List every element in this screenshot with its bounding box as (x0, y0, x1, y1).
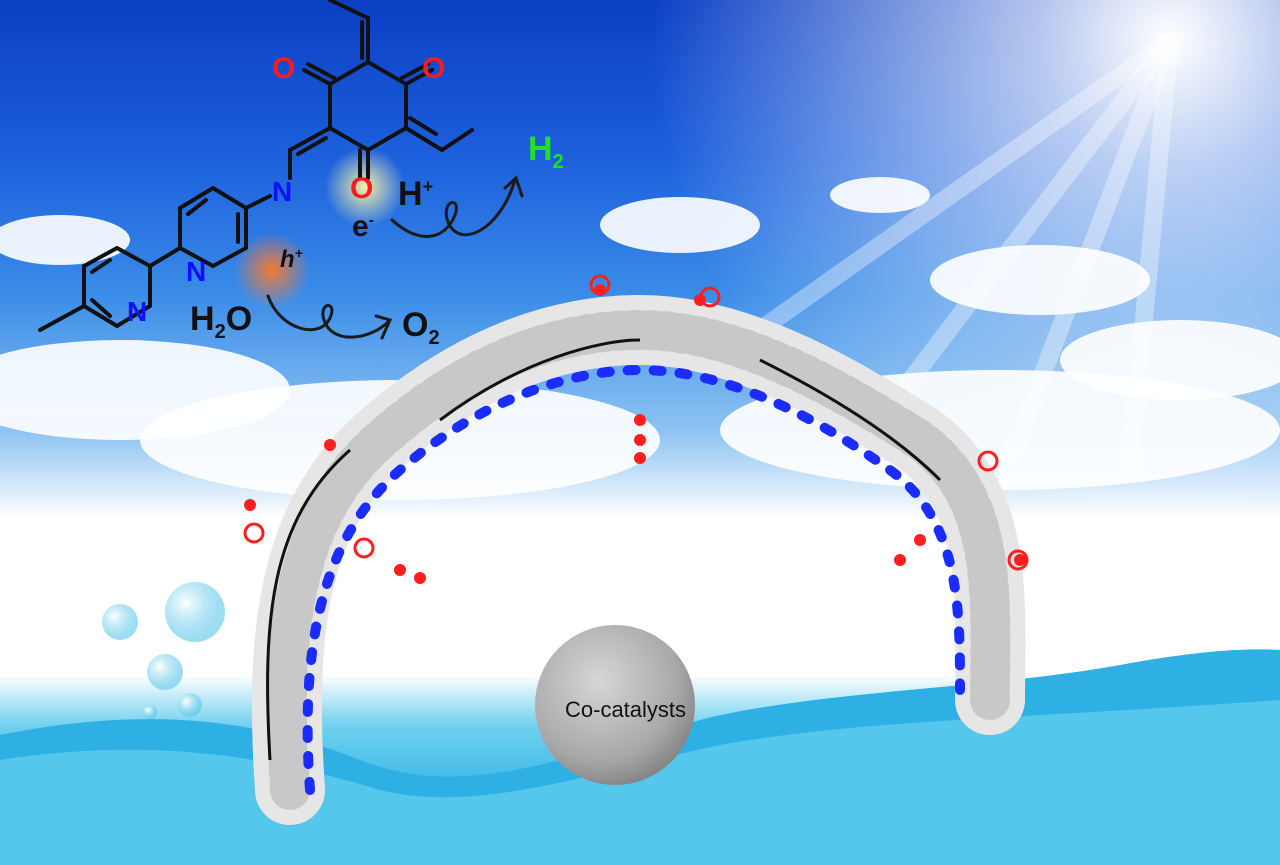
water-label: H2O (190, 300, 253, 343)
molecule-bonds (38, 0, 474, 332)
electron-label: e- (352, 210, 375, 243)
atom-oxygen-3: O (350, 172, 374, 205)
cof-arch (243, 274, 1029, 825)
atom-oxygen-1: O (272, 52, 296, 85)
clouds (0, 177, 1280, 500)
electron-glow (325, 147, 405, 227)
cocatalyst-label: Co-catalysts (565, 697, 687, 722)
atom-nitrogen-pyridine-1: N (186, 256, 207, 287)
reaction-arrows (266, 175, 524, 340)
hole-label: h+ (280, 245, 303, 273)
atom-nitrogen-imine: N (272, 176, 293, 207)
atom-oxygen-2: O (422, 52, 446, 85)
bubbles (102, 582, 225, 719)
proton-label: H+ (398, 175, 434, 213)
hole-glow (234, 232, 310, 308)
oxygen-product-label: O2 (402, 306, 440, 349)
atom-nitrogen-pyridine-2: N (127, 296, 148, 327)
hydrogen-product-label: H2 (528, 130, 564, 173)
cocatalyst-sphere (535, 625, 695, 785)
